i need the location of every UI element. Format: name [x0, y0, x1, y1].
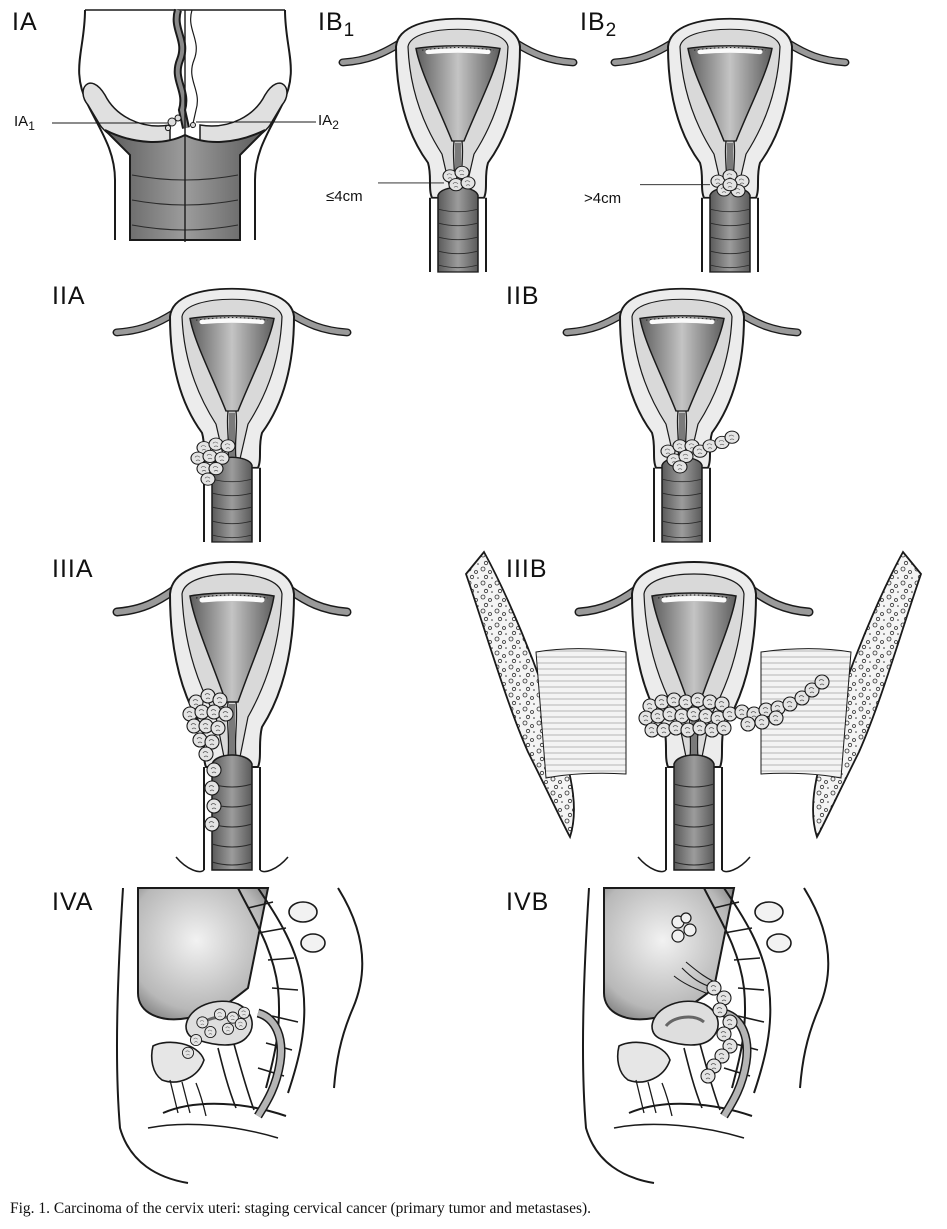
ib1-uterus-drawing — [338, 10, 578, 273]
callout-ib1: ≤4cm — [326, 188, 363, 205]
label-iib: IIB — [506, 282, 540, 310]
label-iva: IVA — [52, 888, 94, 916]
callout-ib2: >4cm — [584, 190, 622, 207]
panel-ib1 — [338, 10, 578, 273]
panel-ia — [52, 8, 316, 245]
ivb-pelvis-drawing — [574, 888, 874, 1188]
iiia-uterus-drawing — [112, 552, 352, 873]
panel-iva — [108, 888, 408, 1188]
label-ia: IA — [12, 8, 38, 36]
label-iiib: IIIB — [506, 555, 548, 583]
ib2-uterus-drawing — [610, 10, 850, 273]
iia-uterus-drawing — [112, 280, 352, 543]
iva-pelvis-drawing — [108, 888, 408, 1188]
callout-ia1: IA1 — [14, 113, 35, 133]
label-iia: IIA — [52, 282, 86, 310]
iib-uterus-drawing — [562, 280, 802, 543]
panel-ivb — [574, 888, 874, 1188]
callout-ia2: IA2 — [318, 112, 339, 132]
panel-ib2 — [610, 10, 850, 273]
panel-iiib — [464, 550, 923, 882]
panel-iib — [562, 280, 802, 543]
label-ib1: IB1 — [318, 8, 355, 41]
figure-caption: Fig. 1. Carcinoma of the cervix uteri: s… — [10, 1200, 592, 1217]
ia-cervix-drawing — [52, 8, 316, 242]
panel-iiia — [112, 552, 352, 882]
label-ib2: IB2 — [580, 8, 617, 41]
label-ivb: IVB — [506, 888, 550, 916]
ivb-metastases — [671, 912, 721, 995]
iiib-uterus-drawing — [464, 550, 923, 873]
label-iiia: IIIA — [52, 555, 94, 583]
panel-iia — [112, 280, 352, 543]
